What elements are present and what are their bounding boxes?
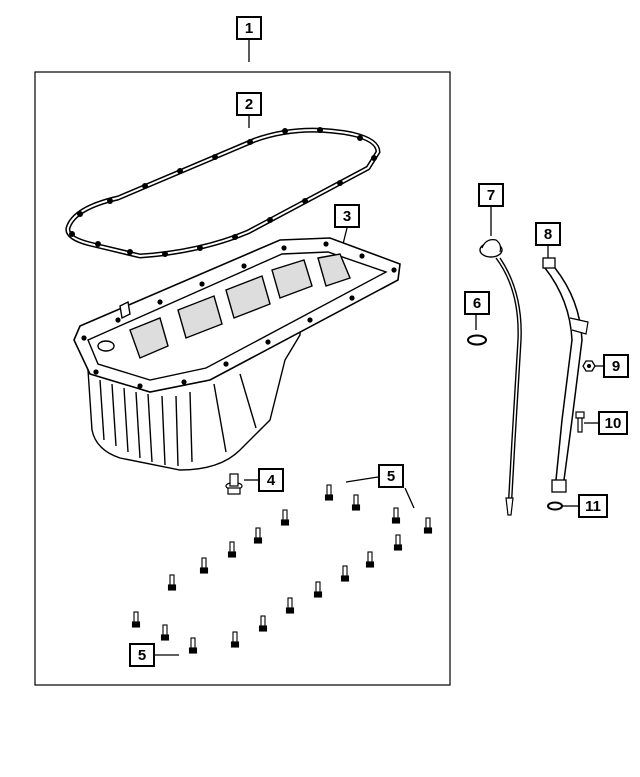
callout-11[interactable]: 11 [578, 494, 608, 518]
assembly-frame [34, 71, 451, 686]
oil-dipstick [479, 239, 522, 516]
tube-bolt [575, 411, 585, 433]
o-ring-11 [547, 501, 563, 511]
callout-8[interactable]: 8 [535, 222, 561, 246]
callout-2[interactable]: 2 [236, 92, 262, 116]
callout-4[interactable]: 4 [258, 468, 284, 492]
oil-pan-bolts [131, 484, 433, 654]
drain-plug [225, 473, 243, 495]
callout-1[interactable]: 1 [236, 16, 262, 40]
callout-5-top[interactable]: 5 [378, 464, 404, 488]
callout-3[interactable]: 3 [334, 204, 360, 228]
callout-9[interactable]: 9 [603, 354, 629, 378]
leader-lines [155, 40, 603, 656]
dipstick-tube [542, 257, 589, 493]
callout-10[interactable]: 10 [598, 411, 628, 435]
o-ring-6 [467, 334, 487, 346]
callout-7[interactable]: 7 [478, 183, 504, 207]
callout-6[interactable]: 6 [464, 291, 490, 315]
oil-pan [73, 237, 401, 471]
oil-pan-gasket [65, 127, 381, 259]
callout-5-bottom[interactable]: 5 [129, 643, 155, 667]
nut [582, 360, 596, 372]
